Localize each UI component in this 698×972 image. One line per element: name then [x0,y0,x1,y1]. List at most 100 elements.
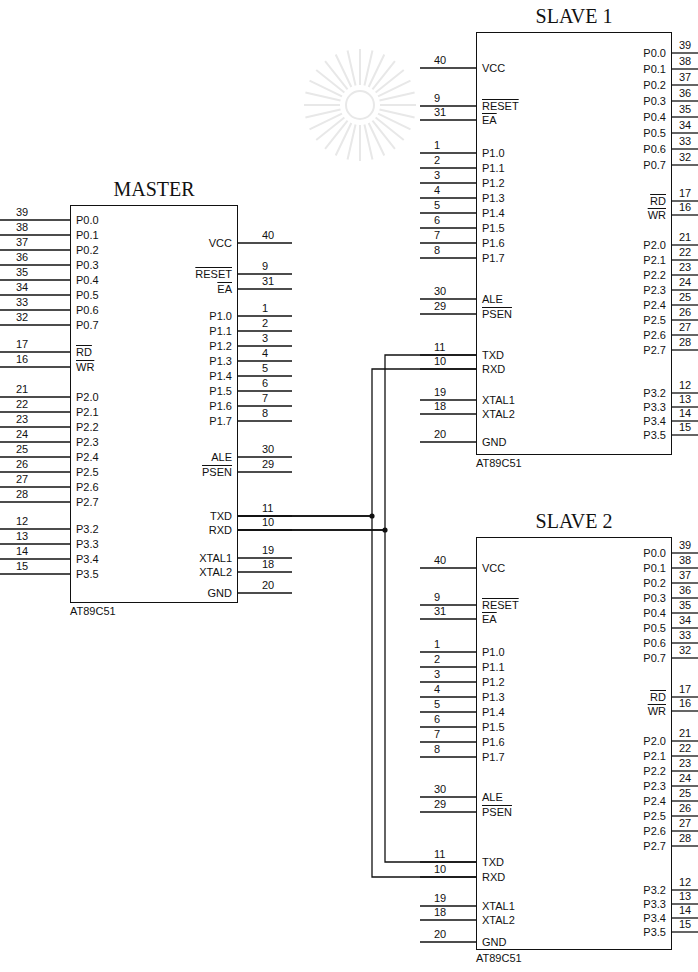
pin-lead [420,741,476,742]
pin-lead [672,552,698,553]
pin-number: 29 [434,799,446,810]
pin-name: P0.2 [643,79,666,91]
pin-lead [0,543,70,544]
pin-name: GND [208,587,232,599]
pin-number: 29 [262,459,274,470]
pin-number: 39 [679,40,691,51]
pin-name: P0.6 [643,143,666,155]
pin-name: P0.1 [643,562,666,574]
pin-lead [0,279,70,280]
pin-lead [238,592,292,593]
pin-name: P1.6 [482,237,505,249]
pin-name: P1.4 [209,370,232,382]
pin-lead [672,434,698,435]
pin-lead [420,711,476,712]
pin-number: 28 [16,489,28,500]
pin-number: 11 [434,342,445,353]
pin-lead [238,456,292,457]
pin-lead [672,785,698,786]
pin-number: 6 [434,215,440,226]
pin-lead [420,941,476,942]
pin-lead [420,441,476,442]
pin-lead [672,931,698,932]
pin-number: 7 [434,230,440,241]
pin-lead [0,366,70,367]
pin-name: P0.6 [76,304,99,316]
pin-number: 30 [262,444,274,455]
pin-number: 2 [434,155,440,166]
pin-number: 34 [679,615,691,626]
pin-name: RESET [482,100,519,112]
pin-name: EA [482,114,497,126]
pin-name: P2.2 [76,421,99,433]
pin-lead [420,756,476,757]
pin-lead [672,164,698,165]
pin-lead [0,264,70,265]
pin-lead [672,755,698,756]
pin-name: P3.3 [643,898,666,910]
pin-name: P1.7 [482,751,505,763]
pin-lead [672,627,698,628]
pin-lead [238,288,292,289]
pin-lead [420,604,476,605]
pin-number: 31 [434,606,446,617]
pin-number: 4 [434,684,440,695]
pin-number: 36 [679,88,691,99]
pin-number: 23 [679,758,691,769]
pin-lead [420,796,476,797]
pin-number: 9 [434,93,440,104]
pin-name: P1.0 [482,147,505,159]
pin-name: P2.5 [643,314,666,326]
pin-name: P2.5 [643,810,666,822]
pin-name: P0.4 [76,274,99,286]
pin-name: XTAL1 [482,900,515,912]
pin-number: 40 [434,55,446,66]
pin-name: P2.3 [643,780,666,792]
pin-lead [672,52,698,53]
pin-number: 26 [16,459,28,470]
pin-name: P0.2 [643,577,666,589]
pin-number: 1 [262,303,268,314]
pin-number: 3 [262,333,268,344]
pin-name: P3.3 [76,538,99,550]
pin-name: P2.7 [643,840,666,852]
watermark-ray [310,81,342,97]
watermark-ray [336,123,352,155]
pin-number: 26 [679,307,691,318]
pin-name: P2.5 [76,466,99,478]
chip-title: MASTER [51,177,257,201]
pin-number: 13 [16,531,28,542]
pin-name: XTAL2 [482,408,515,420]
pin-lead [0,294,70,295]
pin-name: P3.3 [643,401,666,413]
pin-number: 23 [679,262,691,273]
watermark-ray [348,50,356,85]
pin-number: 39 [16,207,28,218]
pin-number: 35 [16,267,28,278]
pin-number: 17 [679,188,691,199]
pin-lead [420,197,476,198]
pin-lead [672,582,698,583]
pin-number: 25 [679,292,691,303]
pin-lead [672,830,698,831]
pin-number: 34 [679,120,691,131]
pin-number: 37 [16,237,28,248]
pin-lead [0,441,70,442]
pin-name: P2.7 [643,344,666,356]
pin-lead [672,148,698,149]
pin-lead [0,456,70,457]
pin-number: 11 [262,503,273,514]
watermark-ray [364,124,372,159]
pin-lead [420,905,476,906]
pin-number: 16 [679,202,691,213]
pin-name: P1.6 [209,400,232,412]
pin-name: WR [76,361,94,373]
pin-name: P0.3 [76,259,99,271]
pin-number: 22 [16,399,28,410]
pin-number: 13 [679,891,691,902]
pin-lead [672,657,698,658]
pin-name: P2.6 [643,825,666,837]
pin-number: 17 [16,339,28,350]
part-number: AT89C51 [476,952,522,965]
